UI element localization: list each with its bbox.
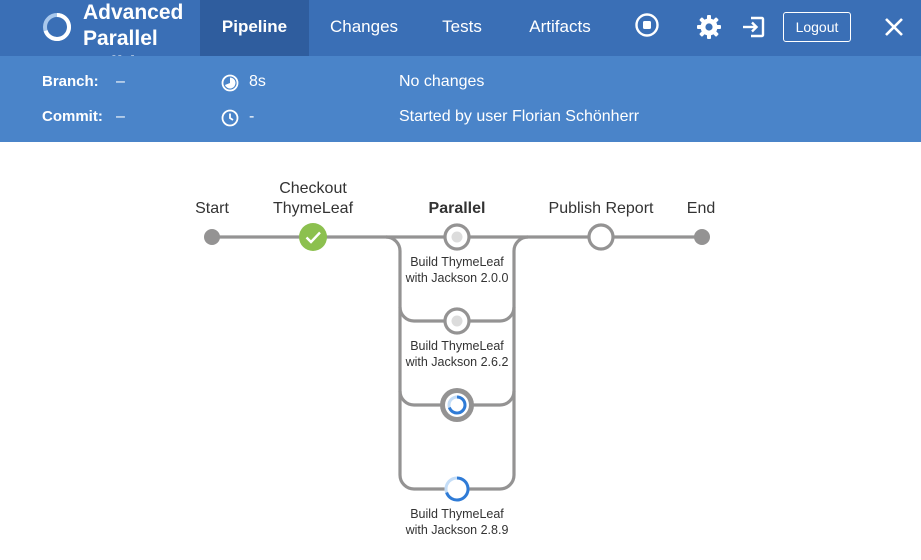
branch-value: – [116, 73, 125, 90]
top-bar [0, 0, 921, 56]
duration-value: 8s [249, 73, 266, 90]
clock-icon [221, 109, 239, 127]
stage-label-checkout-line2: ThymeLeaf [273, 200, 354, 217]
logout-button[interactable]: Logout [783, 12, 851, 42]
branch-label-2-line2: with Jackson 2.6.2 [405, 355, 509, 369]
stop-icon[interactable] [634, 12, 660, 38]
gear-icon[interactable] [696, 14, 722, 40]
start-node [204, 229, 220, 245]
branch-label-1-line1: Build ThymeLeaf [410, 255, 504, 269]
run-summary-bar [0, 56, 921, 142]
branch-label-4-line2: with Jackson 2.8.9 [405, 523, 509, 537]
commit-value: – [116, 108, 125, 125]
running-status-icon [43, 13, 71, 41]
changes-text: No changes [399, 73, 485, 90]
publish-report-node[interactable] [587, 223, 615, 251]
branch-label-4-line1: Build ThymeLeaf [410, 507, 504, 521]
branch-node-running-selected[interactable] [440, 388, 474, 422]
branch-label-1-line2: with Jackson 2.0.0 [405, 271, 509, 285]
branch-node-jackson-2-0-0[interactable] [443, 223, 471, 251]
stage-label-checkout-line1: Checkout [279, 180, 347, 197]
exit-icon[interactable] [741, 14, 767, 40]
branch-label: Branch: [42, 73, 99, 90]
end-node [694, 229, 710, 245]
branch-node-jackson-2-6-2[interactable] [443, 307, 471, 335]
duration-icon [221, 74, 239, 92]
stage-label-end: End [687, 200, 715, 217]
commit-label: Commit: [42, 108, 103, 125]
pipeline-graph: Start Checkout ThymeLeaf Parallel Publis… [195, 180, 715, 537]
stage-label-start: Start [195, 200, 229, 217]
branch-node-jackson-2-8-9[interactable] [444, 476, 470, 502]
close-icon[interactable] [882, 15, 906, 39]
tab-tests[interactable]: Tests [442, 17, 482, 36]
tab-pipeline[interactable]: Pipeline [200, 0, 309, 56]
branch-label-2-line1: Build ThymeLeaf [410, 339, 504, 353]
tab-changes[interactable]: Changes [329, 17, 399, 36]
checkmark-icon [305, 231, 321, 244]
time-ago-value: - [249, 108, 255, 125]
stage-label-parallel: Parallel [429, 200, 486, 217]
tab-artifacts[interactable]: Artifacts [529, 17, 591, 36]
stage-label-publish-report: Publish Report [549, 200, 655, 217]
cause-text: Started by user Florian Schönherr [399, 108, 640, 125]
checkout-success-node[interactable] [299, 223, 327, 251]
